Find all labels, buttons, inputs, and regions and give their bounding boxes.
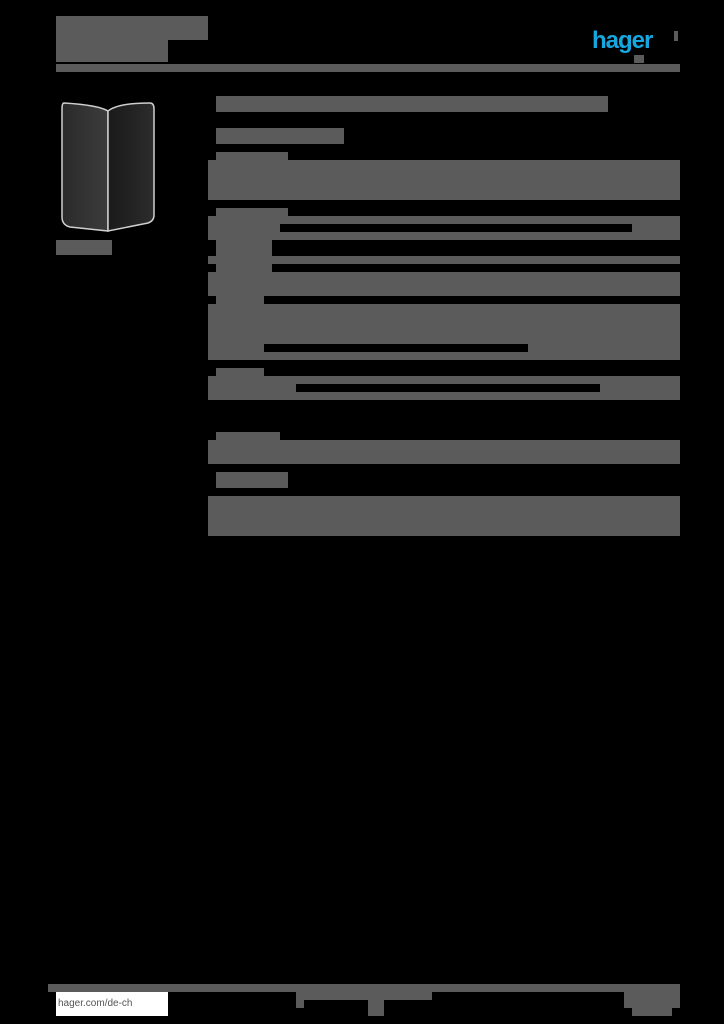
product-title-redacted [216, 96, 608, 112]
corner-piece-icon [61, 102, 155, 232]
section-3-heading [216, 240, 272, 250]
logo-mark [674, 31, 678, 41]
product-image [58, 99, 156, 233]
section-4-gap [264, 344, 528, 352]
section-5-row-gap [296, 384, 600, 392]
section-7-body [208, 496, 680, 536]
logo-tick [634, 55, 644, 63]
footer-center-redacted [296, 992, 432, 1000]
header-rule [56, 64, 680, 72]
section-3-row-1 [208, 256, 680, 264]
footer-rule [48, 984, 680, 992]
hager-logo: hager [592, 27, 653, 54]
footer-website-link[interactable]: hager.com/de-ch [56, 992, 168, 1016]
product-caption-redacted [56, 240, 112, 255]
header-title-redacted [56, 16, 208, 40]
section-7-heading [216, 472, 288, 488]
section-6-body [208, 440, 680, 464]
section-3-row-2 [208, 272, 680, 296]
section-2-heading [216, 208, 288, 216]
header-subtitle-redacted [56, 40, 168, 62]
product-subtitle-redacted [216, 128, 344, 144]
section-6-heading [216, 432, 280, 440]
footer-page-sub-redacted [632, 1000, 672, 1016]
footer-left-redacted [296, 992, 304, 1008]
section-1-body [208, 160, 680, 200]
section-1-heading [216, 152, 288, 160]
footer-center-sub-redacted [368, 1000, 384, 1016]
section-2-row-gap [280, 224, 632, 232]
section-3-row-gap [272, 264, 648, 272]
section-5-heading [216, 368, 264, 376]
